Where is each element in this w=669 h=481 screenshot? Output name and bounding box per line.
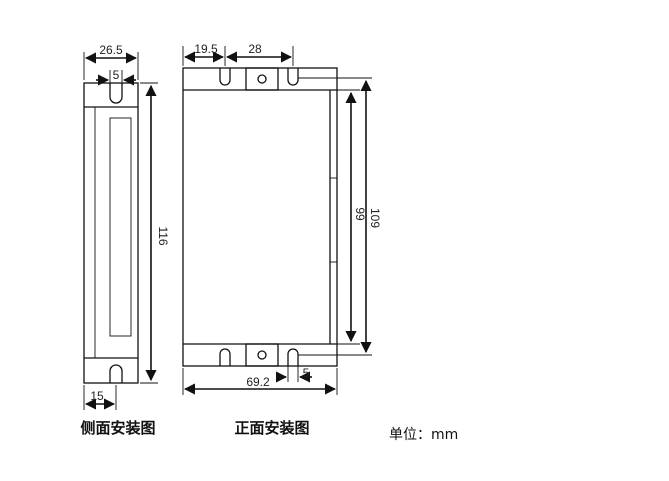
unit-label: 单位：mm — [389, 427, 458, 443]
front-dim-width: 69.2 — [246, 375, 270, 389]
front-top-slot-left — [219, 68, 231, 86]
front-dim-inner-height: 99 — [353, 207, 367, 221]
front-view-caption: 正面安装图 — [234, 419, 309, 437]
front-dim-left: 19.5 — [194, 42, 218, 56]
side-dim-offset: 15 — [90, 389, 104, 403]
front-bottom-mount-block — [245, 343, 279, 367]
side-bottom-slot — [109, 364, 123, 383]
side-dim-slot: 5 — [113, 68, 120, 82]
front-top-slot-right — [287, 68, 299, 86]
front-dim-outer-height: 109 — [368, 208, 382, 228]
front-bottom-slot-left — [219, 348, 231, 366]
front-dim-slot: 5 — [303, 366, 310, 380]
side-inner-panel — [94, 106, 139, 359]
side-view: 26.5 5 116 15 侧面安装图 — [80, 43, 170, 437]
side-body-outline — [83, 82, 139, 384]
side-window — [109, 117, 132, 337]
side-dim-height: 116 — [156, 226, 170, 245]
side-dim-width: 26.5 — [99, 43, 123, 57]
front-dim-spacing: 28 — [248, 42, 262, 56]
front-view: 19.5 28 99 109 69.2 5 正面安装图 — [182, 42, 382, 437]
front-top-mount-block — [245, 67, 279, 91]
side-view-caption: 侧面安装图 — [80, 419, 155, 437]
front-bottom-mount-hole — [257, 350, 267, 360]
front-plate-outline — [182, 67, 338, 367]
front-top-mount-hole — [257, 74, 267, 84]
side-top-slot — [109, 83, 123, 104]
front-bottom-slot-right — [287, 348, 299, 366]
